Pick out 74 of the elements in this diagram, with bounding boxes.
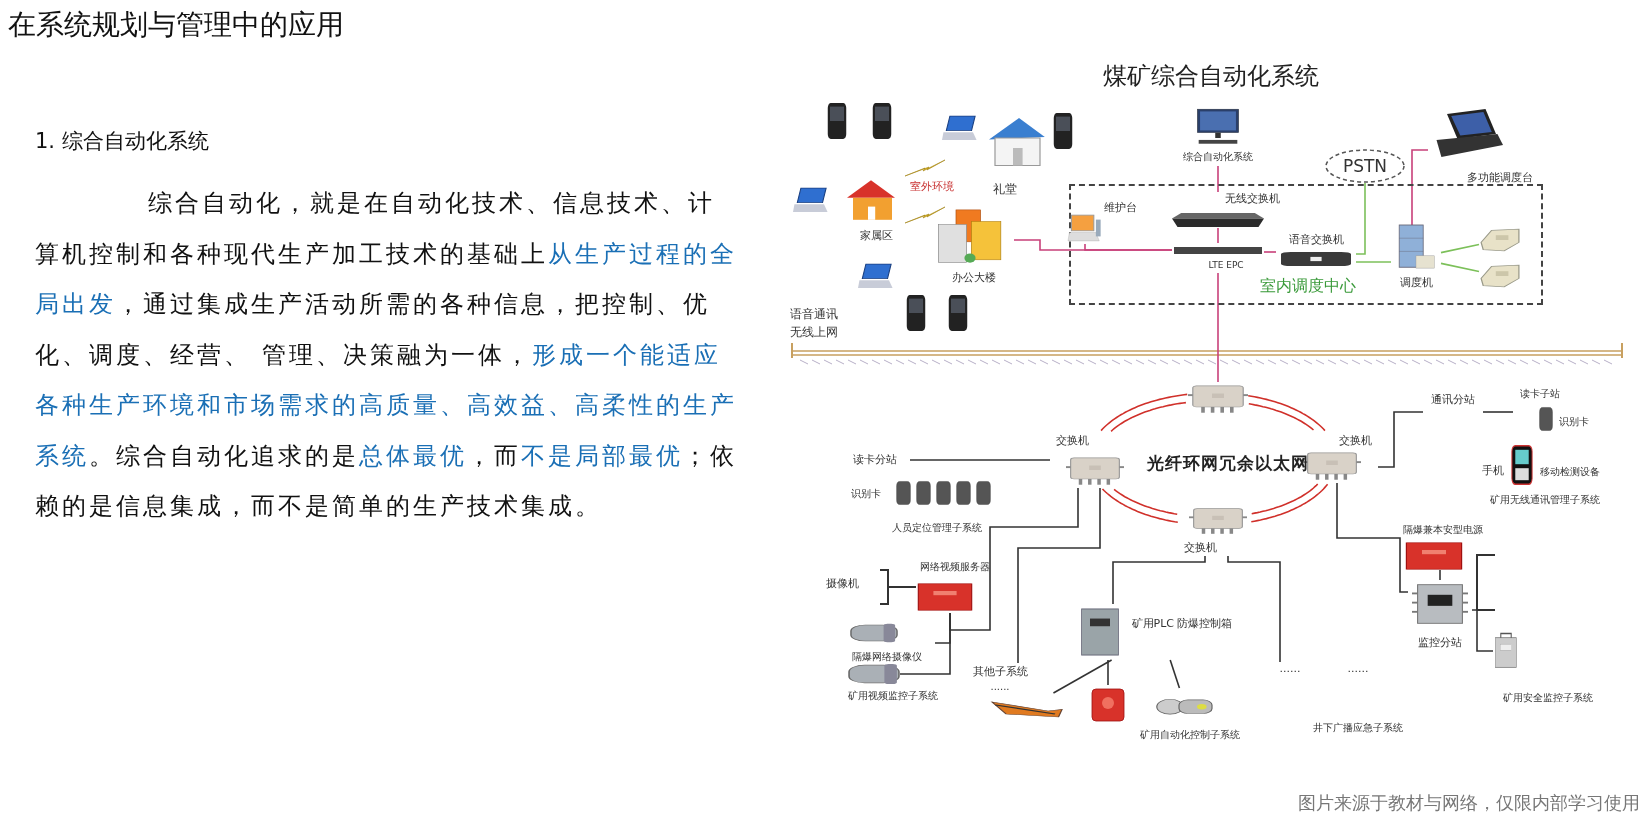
dashed-region <box>1069 184 1543 305</box>
node-label: 家属区 <box>859 229 893 243</box>
node-label: 综合自动化系统 <box>1183 150 1253 162</box>
connector <box>1263 251 1277 253</box>
connector <box>1439 569 1441 581</box>
connector <box>1440 243 1480 254</box>
node-label: 交换机 <box>1183 541 1217 555</box>
connector <box>1355 261 1392 263</box>
connector <box>1217 227 1219 244</box>
connector <box>1336 482 1409 593</box>
caption-text: 人员定位管理子系统 <box>892 521 982 533</box>
node-label: 无线交换机 <box>1224 192 1280 206</box>
caption-text: 手机 <box>1482 464 1504 478</box>
node-label: 识别卡 <box>1559 415 1589 427</box>
connector <box>1471 609 1494 652</box>
connector <box>1377 411 1424 468</box>
caption-text: 矿用安全监控子系统 <box>1503 691 1593 703</box>
caption-text: 室外环境 <box>910 180 954 194</box>
ring-cable <box>1101 488 1179 524</box>
node-label: 多功能调度台 <box>1467 171 1533 185</box>
connector <box>1217 272 1219 383</box>
node-label: 矿用PLC 防爆控制箱 <box>1131 617 1233 631</box>
node-label: LTE EPC <box>1208 261 1244 271</box>
caption-text: 礼堂 <box>993 183 1017 197</box>
connector <box>1017 487 1101 664</box>
paragraph: 综合自动化，就是在自动化技术、信息技术、计算机控制和各种现代生产加工技术的基础上从生产过程的全局出发，通过集成生产活动所需的各种信息，把控制、优化、调度、经营、 管理、决策融为一体，形成一个能适应各种生产环境和市场需求的高质量、高效益、高柔性的生产系统。综合自动化追求的是总体最优，而不是局部最优；依赖的是信息集成，而不是简单的生产技术集成。 <box>35 188 738 522</box>
node-label: 室内调度中心 <box>1260 277 1356 295</box>
heading-text: 煤矿综合自动化系统 <box>1103 62 1319 90</box>
connector <box>1217 165 1219 193</box>
node-label: 监控分站 <box>1418 636 1462 650</box>
connector <box>909 459 1051 461</box>
page-title: 在系统规划与管理中的应用 <box>8 10 344 41</box>
node-label: 交换机 <box>1338 434 1372 448</box>
node-label: PSTN <box>1342 156 1388 176</box>
ring-cable <box>1247 394 1326 432</box>
connector <box>1169 659 1181 689</box>
connector <box>1052 659 1113 694</box>
caption-text: 语音通讯无线上网 <box>790 306 839 341</box>
node-label: 读卡子站 <box>1520 387 1560 399</box>
connector <box>899 612 951 675</box>
connector <box>1411 149 1429 226</box>
connector <box>1482 411 1514 413</box>
node-label: 隔爆兼本安型电源 <box>1403 523 1483 535</box>
ring-cable <box>1100 393 1188 433</box>
connector <box>1355 182 1366 255</box>
connector <box>1440 262 1480 273</box>
node-label: 语音交换机 <box>1288 233 1344 247</box>
footer-note: 图片来源于教材与网络，仅限内部学习使用 <box>1298 793 1640 813</box>
node-label: 维护台 <box>1103 201 1137 215</box>
node-label: 交换机 <box>1055 434 1089 448</box>
caption-text: 移动检测设备 <box>1540 465 1600 477</box>
node-label: 读卡分站 <box>853 453 897 467</box>
connector <box>1112 555 1206 605</box>
node-label: 办公大楼 <box>952 271 996 285</box>
connector <box>1227 555 1281 663</box>
caption-text: 矿用无线通讯管理子系统 <box>1490 493 1600 505</box>
caption-text: 摄像机 <box>825 577 859 591</box>
node-label: ...... <box>1279 662 1301 676</box>
node-label: 调度机 <box>1399 276 1433 290</box>
ring-label: 光纤环网冗余以太网 <box>1147 453 1309 473</box>
node-label: 隔爆网络摄像仪 <box>852 650 922 662</box>
connector <box>949 487 1079 631</box>
caption-text: 矿用自动化控制子系统 <box>1140 728 1240 740</box>
node-label: 通讯分站 <box>1431 393 1475 407</box>
caption-text: 井下广播应急子系统 <box>1313 721 1403 733</box>
node-label: 其他子系统 <box>972 665 1028 679</box>
heading: 1. 综合自动化系统 <box>35 130 209 154</box>
connector <box>1084 243 1173 251</box>
caption-text: 识别卡 <box>851 487 881 499</box>
ring-cable <box>1250 483 1329 523</box>
connector <box>1107 659 1109 686</box>
ellipsis-text: ...... <box>990 680 1010 692</box>
node-label: 网络视频服务器 <box>920 560 990 572</box>
ellipsis-text: ...... <box>1347 662 1369 676</box>
